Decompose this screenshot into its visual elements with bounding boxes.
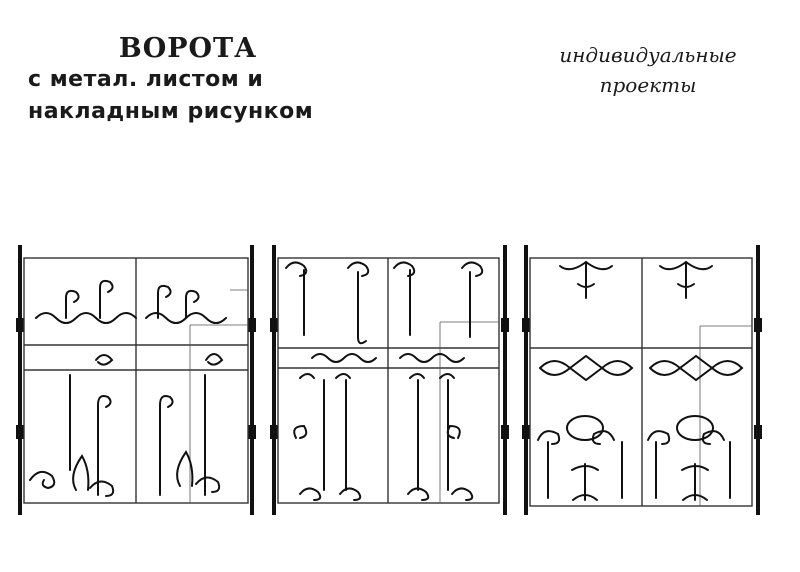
hinge [248, 425, 256, 439]
tag-line-1: индивидуальные [559, 43, 737, 67]
hinge [522, 318, 530, 332]
gate-design-3 [522, 245, 762, 515]
tag-line-2: проекты [599, 73, 697, 97]
hinge [248, 318, 256, 332]
hinge [501, 425, 509, 439]
hinge [270, 318, 278, 332]
hinge [16, 318, 24, 332]
gate-post-left [272, 245, 276, 515]
page-title: ВОРОТА [118, 33, 258, 64]
title-subline-2: накладным рисунком [28, 99, 314, 124]
gate-design-2 [270, 245, 509, 515]
title-subline-1: с метал. листом и [28, 67, 264, 92]
hinge [754, 425, 762, 439]
hinge [522, 425, 530, 439]
gate-post-right [250, 245, 254, 515]
gate-design-1 [16, 245, 256, 515]
gate-frame [529, 257, 753, 507]
gate-post-right [503, 245, 507, 515]
gate-post-left [524, 245, 528, 515]
hinge [16, 425, 24, 439]
hinge [501, 318, 509, 332]
gate-post-left [18, 245, 22, 515]
hinge [270, 425, 278, 439]
title-block: ВОРОТА с метал. листом и накладным рисун… [28, 34, 328, 128]
hinge [754, 318, 762, 332]
gate-post-right [756, 245, 760, 515]
projects-tag: индивидуальные проекты [548, 40, 748, 100]
